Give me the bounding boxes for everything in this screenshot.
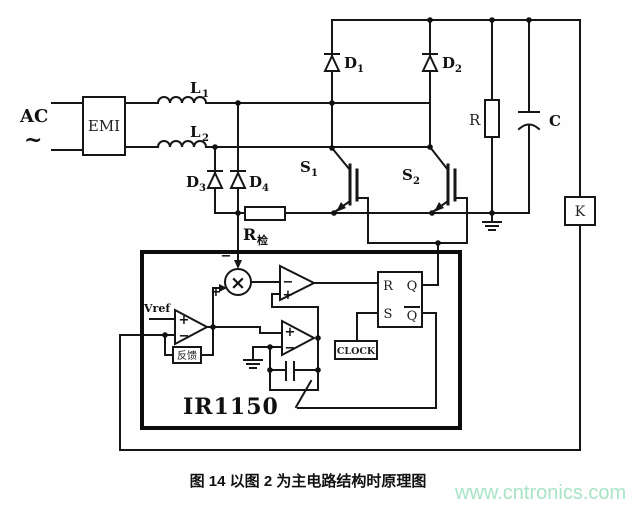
ff-qbar-label: Q	[407, 309, 418, 324]
svg-text:1: 1	[311, 168, 318, 179]
svg-text:检: 检	[257, 233, 268, 247]
diode-d1-label: D 1	[344, 54, 364, 75]
mult-minus-sign: −	[221, 249, 232, 264]
ac-label: AC	[19, 106, 48, 127]
svg-text:D: D	[442, 54, 455, 72]
multiplier-symbol	[219, 260, 252, 296]
multiply-sign: ×	[230, 272, 246, 294]
ff-r-label: R	[383, 279, 394, 294]
rs-flipflop-box	[377, 271, 423, 328]
integrator-plus: +	[285, 325, 296, 340]
vref-label: Vref	[143, 302, 171, 315]
feedback-box	[172, 346, 202, 364]
ir1150-label: IR1150	[183, 394, 279, 420]
emi-filter-box	[82, 96, 126, 156]
svg-text:1: 1	[202, 89, 209, 100]
watermark: www.cntronics.com	[454, 482, 626, 504]
svg-text:2: 2	[455, 64, 462, 75]
inductor-l2-label: L 2	[190, 123, 209, 144]
ramp-integrator	[281, 319, 317, 357]
clock-box	[334, 340, 378, 360]
svg-text:L: L	[190, 79, 201, 97]
igbt-s2	[428, 145, 468, 215]
inductor-l1-label: L 1	[190, 79, 209, 100]
ground-symbol-main	[482, 212, 502, 231]
mult-plus-arrow	[219, 284, 227, 292]
relay-k-box	[564, 196, 596, 226]
svg-text:2: 2	[202, 133, 209, 144]
diode-d2-label: D 2	[442, 54, 462, 75]
sense-resistor-label: R 检	[243, 225, 268, 247]
svg-text:2: 2	[413, 176, 420, 187]
diode-d2	[421, 53, 439, 72]
svg-text:1: 1	[357, 64, 364, 75]
error-amp	[174, 308, 210, 346]
integrator-minus: −	[285, 341, 296, 356]
svg-text:R: R	[243, 225, 257, 244]
sense-resistor-symbol	[244, 206, 286, 221]
ground-symbol-ic	[243, 359, 263, 369]
sense-arrow	[234, 260, 242, 269]
diode-d1	[323, 53, 341, 72]
error-amp-plus: +	[179, 313, 190, 328]
error-amp-minus: −	[179, 329, 190, 344]
relay-k-label: K	[575, 204, 586, 220]
mult-plus-sign: +	[211, 285, 222, 300]
junction-dots	[162, 17, 532, 373]
circuit-wires	[51, 19, 581, 451]
diode-d3-label: D 3	[186, 173, 206, 194]
svg-text:4: 4	[262, 183, 269, 194]
svg-text:S: S	[300, 158, 311, 176]
igbt-s1	[330, 146, 369, 215]
ac-tilde: ~	[24, 127, 42, 153]
svg-text:D: D	[249, 173, 262, 191]
output-resistor-label: R	[469, 111, 481, 129]
switch-s2-label: S 2	[402, 166, 420, 187]
svg-text:S: S	[402, 166, 413, 184]
switch-s1-label: S 1	[300, 158, 318, 179]
output-capacitor-label: C	[549, 112, 561, 130]
comparator-minus: −	[283, 275, 294, 290]
ff-s-label: S	[384, 307, 393, 322]
pwm-comparator	[279, 264, 317, 302]
svg-text:L: L	[190, 123, 201, 141]
svg-text:D: D	[186, 173, 199, 191]
output-resistor-symbol	[484, 99, 500, 138]
diode-d4	[229, 170, 247, 189]
svg-text:D: D	[344, 54, 357, 72]
comparator-plus: +	[283, 288, 294, 303]
clock-label: CLOCK	[337, 346, 376, 357]
figure-caption: 图 14 以图 2 为主电路结构时原理图	[190, 472, 427, 490]
ff-q-label: Q	[407, 279, 418, 294]
svg-text:3: 3	[199, 183, 206, 194]
diode-d4-label: D 4	[249, 173, 269, 194]
feedback-box-label: 反馈	[177, 349, 197, 362]
diode-d3	[206, 170, 224, 189]
output-capacitor-symbol	[517, 111, 541, 131]
emi-label: EMI	[88, 117, 120, 135]
ir1150-box	[140, 250, 462, 430]
